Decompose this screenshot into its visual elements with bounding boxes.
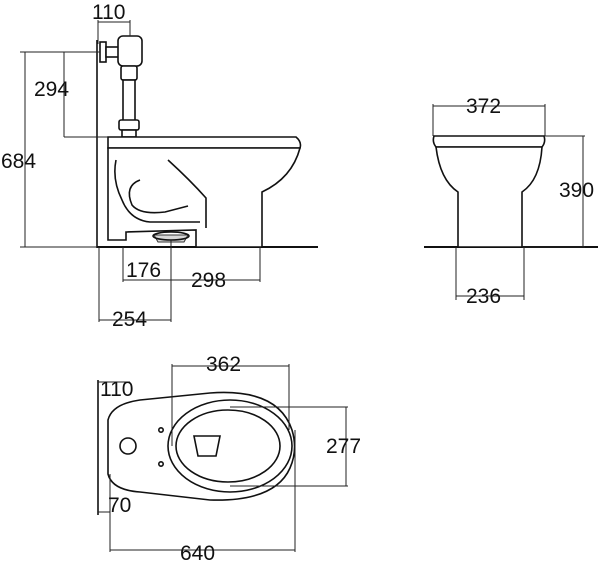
plan-bowl (107, 391, 296, 501)
dim-side-outlet-to-wall: 176 (126, 259, 161, 282)
dim-plan-bowl-length: 362 (206, 353, 241, 376)
dim-plan-total-length: 640 (180, 542, 215, 565)
dim-plan-bowl-width: 277 (326, 435, 361, 458)
dim-side-wall-offset: 110 (92, 1, 125, 24)
front-dimension-lines (432, 104, 585, 300)
dim-plan-wall-offset: 110 (100, 378, 133, 401)
dim-side-rough-in: 254 (112, 308, 147, 331)
dim-front-bowl-width: 372 (466, 95, 501, 118)
dim-front-foot-width: 236 (466, 285, 501, 308)
side-dimension-lines (20, 20, 261, 322)
front-bowl (432, 135, 546, 248)
plan-view: 362 277 110 70 640 (97, 353, 361, 565)
dim-side-rim-to-top: 294 (34, 78, 69, 101)
dim-side-outlet-to-front-foot: 298 (191, 269, 226, 292)
dim-side-total-height: 684 (1, 150, 36, 173)
plan-dimension-lines (98, 364, 348, 552)
flush-valve (99, 35, 143, 138)
dim-front-height: 390 (559, 179, 594, 202)
side-bowl (107, 136, 302, 248)
dim-plan-hole-offset: 70 (108, 494, 131, 517)
side-view: 110 294 684 176 298 254 (1, 1, 318, 331)
front-view: 372 390 236 (424, 95, 598, 308)
